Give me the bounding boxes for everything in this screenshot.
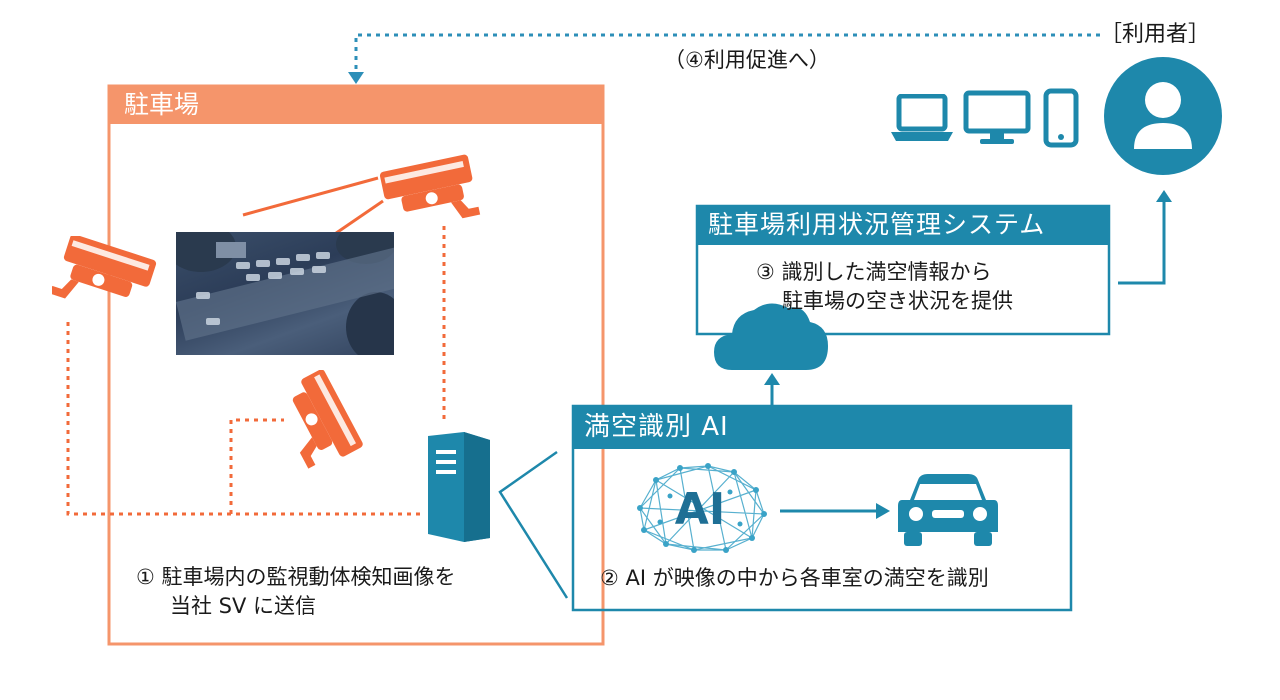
user-icon — [1104, 57, 1222, 175]
cctv-camera-icon — [292, 370, 363, 469]
step1-line2: 当社 SV に送信 — [170, 594, 317, 618]
user-label: ［利用者］ — [1100, 22, 1211, 47]
step3-line2: 駐車場の空き状況を提供 — [782, 289, 1013, 313]
ai-cloud-arrowhead — [764, 373, 780, 385]
car-icon — [898, 474, 998, 546]
ai-brain-label: AI — [675, 484, 725, 535]
parking-frame — [107, 84, 605, 646]
ai-brain-icon: AI — [637, 463, 767, 553]
smartphone-icon — [1043, 88, 1079, 148]
cloud-icon — [714, 303, 828, 370]
step3-line1: ③ 識別した満空情報から — [756, 260, 992, 284]
laptop-icon — [891, 94, 953, 141]
promotion-label: （④利用促進へ） — [664, 48, 830, 72]
step2-text: ② AI が映像の中から各車室の満空を識別 — [600, 566, 989, 590]
cable-middle — [229, 418, 284, 514]
monitor-icon — [963, 90, 1031, 144]
cctv-camera-icon — [379, 154, 481, 219]
brain-car-arrowhead — [876, 503, 890, 519]
system-title: 駐車場利用状況管理システム — [696, 205, 1110, 245]
step1-line1: ① 駐車場内の監視動体検知画像を — [136, 565, 456, 589]
sight-line-1 — [242, 176, 379, 217]
step3-text: ③ 識別した満空情報から 駐車場の空き状況を提供 — [756, 258, 1013, 316]
system-user-arrowhead — [1156, 190, 1172, 202]
cctv-camera-icon — [52, 236, 157, 299]
ai-title: 満空識別 AI — [572, 405, 1072, 449]
parking-camera-image — [176, 232, 394, 355]
parking-title: 駐車場 — [108, 86, 604, 124]
server-icon — [428, 432, 490, 542]
promotion-arrowhead — [348, 72, 364, 84]
server-ai-connector — [498, 450, 569, 599]
cable-left — [66, 322, 420, 516]
system-user-arrow — [1118, 200, 1166, 285]
step1-text: ① 駐車場内の監視動体検知画像を 当社 SV に送信 — [136, 563, 456, 621]
